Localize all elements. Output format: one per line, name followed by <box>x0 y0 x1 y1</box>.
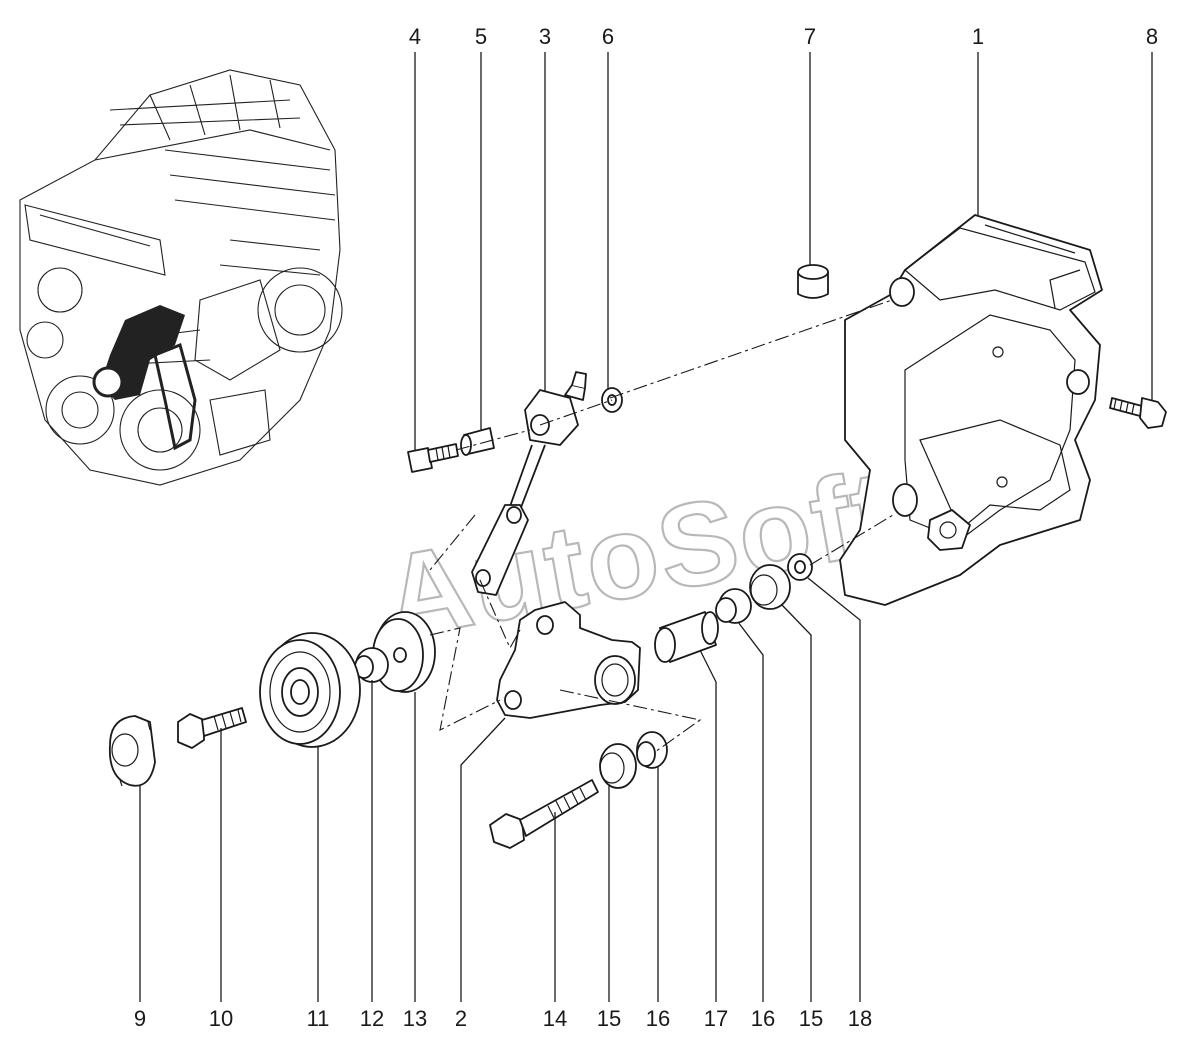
part-14-bolt <box>489 779 599 849</box>
part-2-tensioner-arm <box>496 601 641 719</box>
part-8-bolt <box>1109 397 1167 429</box>
autosoft-watermark: AutoSoft <box>374 444 905 665</box>
part-3-adjuster-rod <box>471 371 587 596</box>
callout-12: 12 <box>360 1006 384 1031</box>
part-4-bolt <box>407 443 459 473</box>
callout-10: 10 <box>209 1006 233 1031</box>
part-15-ring-lower <box>599 743 637 789</box>
part-7-spacer <box>797 264 829 299</box>
callout-7: 7 <box>804 24 816 49</box>
part-16-flanged-bush-upper <box>715 588 752 624</box>
callouts-bottom: 9 10 11 12 13 2 14 15 16 17 16 15 18 <box>134 1006 872 1031</box>
callout-16-upper: 16 <box>751 1006 775 1031</box>
part-18-washer <box>787 553 813 581</box>
part-11-idler-pulley <box>259 632 361 748</box>
part-17-sleeve <box>654 611 719 663</box>
part-10-bolt <box>177 707 247 749</box>
callout-13: 13 <box>403 1006 427 1031</box>
callout-6: 6 <box>602 24 614 49</box>
callout-3: 3 <box>539 24 551 49</box>
callout-15-lower: 15 <box>597 1006 621 1031</box>
callout-15-upper: 15 <box>799 1006 823 1031</box>
assembly-lines <box>429 299 894 753</box>
watermark-text: AutoSoft <box>375 445 904 664</box>
callout-5: 5 <box>475 24 487 49</box>
callout-4: 4 <box>409 24 421 49</box>
callout-11: 11 <box>307 1006 330 1031</box>
callout-8: 8 <box>1146 24 1158 49</box>
engine-overview-illustration <box>19 69 343 486</box>
part-16-flanged-bush-lower <box>636 731 668 769</box>
callout-14: 14 <box>543 1006 567 1031</box>
callout-17: 17 <box>704 1006 728 1031</box>
callout-9: 9 <box>134 1006 146 1031</box>
callout-18: 18 <box>848 1006 872 1031</box>
callouts-top: 4 5 3 6 7 1 8 <box>409 24 1158 49</box>
part-15-ring-upper <box>749 564 791 610</box>
part-12-stepped-spacer <box>354 647 389 683</box>
part-9-dust-cap <box>108 715 156 787</box>
callout-16-lower: 16 <box>646 1006 670 1031</box>
callout-2: 2 <box>455 1006 467 1031</box>
callout-1: 1 <box>972 24 984 49</box>
part-1-bracket <box>839 214 1103 606</box>
leader-lines <box>139 52 1153 1002</box>
